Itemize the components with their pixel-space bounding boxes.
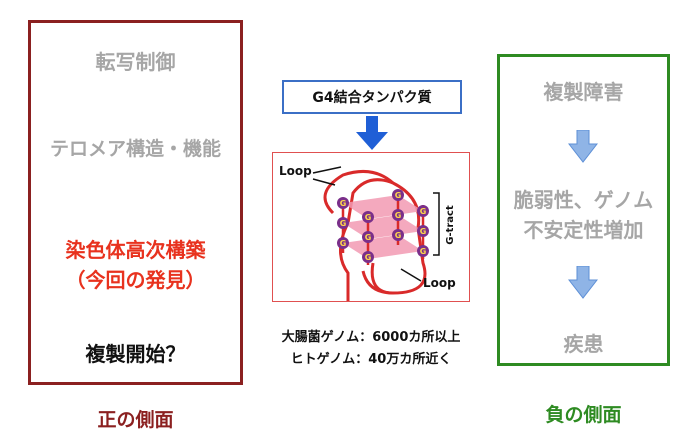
ecoli-genome-stat: 大腸菌ゲノム：6000カ所以上: [281, 330, 461, 345]
svg-text:G: G: [420, 227, 427, 236]
telomere-function-text: テロメア構造・機能: [49, 138, 221, 160]
positive-aspects-caption: 正の側面: [97, 409, 174, 431]
loop-pointer-arrow: [400, 268, 422, 282]
fragility-text: 脆弱性、ゲノム: [513, 188, 654, 212]
down-arrow-icon: [568, 266, 598, 299]
svg-text:G: G: [365, 213, 372, 222]
svg-text:G: G: [365, 233, 372, 242]
chromatin-architecture-text: 染色体高次構築: [65, 238, 206, 262]
g-node: G: [337, 217, 349, 229]
svg-text:G: G: [365, 253, 372, 262]
genome-instability-text: 不安定性増加: [523, 218, 644, 242]
g-node: G: [392, 209, 404, 221]
loop-pointer-arrow: [312, 166, 342, 174]
human-genome-stat: ヒトゲノム：40万カ所近く: [290, 352, 452, 367]
svg-text:G: G: [340, 219, 347, 228]
g-node: G: [392, 189, 404, 201]
svg-text:G: G: [420, 207, 427, 216]
negative-aspects-panel: [497, 54, 670, 366]
svg-text:G: G: [420, 247, 427, 256]
g-node: G: [417, 205, 429, 217]
down-arrow-icon: [568, 130, 598, 163]
negative-aspects-caption: 負の側面: [545, 404, 622, 426]
disease-text: 疾患: [563, 332, 604, 356]
g-quadruplex-diagram: G G G G G G G G G G G G G-tract Loop Loo…: [272, 152, 470, 302]
svg-text:G: G: [395, 231, 402, 240]
replication-initiation-text: 複製開始？: [85, 342, 186, 366]
svg-text:G: G: [340, 239, 347, 248]
g-node: G: [337, 237, 349, 249]
g4-binding-protein-box: G4結合タンパク質: [282, 80, 462, 114]
g-tract-label: G-tract: [445, 205, 456, 245]
positive-aspects-panel: [28, 20, 243, 385]
g-node: G: [337, 197, 349, 209]
g4-binding-protein-label: G4結合タンパク質: [312, 90, 432, 106]
loop-label-top: Loop: [279, 164, 312, 178]
g-node: G: [417, 225, 429, 237]
g-node: G: [362, 251, 374, 263]
g-node: G: [417, 245, 429, 257]
g-quadruplex-illustration: G G G G G G G G G G G G G-tract Loop Loo…: [279, 164, 456, 301]
current-discovery-text: （今回の発見）: [65, 268, 206, 292]
svg-text:G: G: [395, 191, 402, 200]
transcription-control-text: 転写制御: [95, 50, 176, 74]
down-arrow-icon: [356, 116, 388, 150]
svg-text:G: G: [340, 199, 347, 208]
g-node: G: [362, 231, 374, 243]
replication-impairment-text: 複製障害: [543, 80, 624, 104]
loop-label-bottom: Loop: [423, 276, 456, 290]
g-node: G: [392, 229, 404, 241]
loop-pointer-arrow: [312, 178, 336, 186]
svg-text:G: G: [395, 211, 402, 220]
g-node: G: [362, 211, 374, 223]
